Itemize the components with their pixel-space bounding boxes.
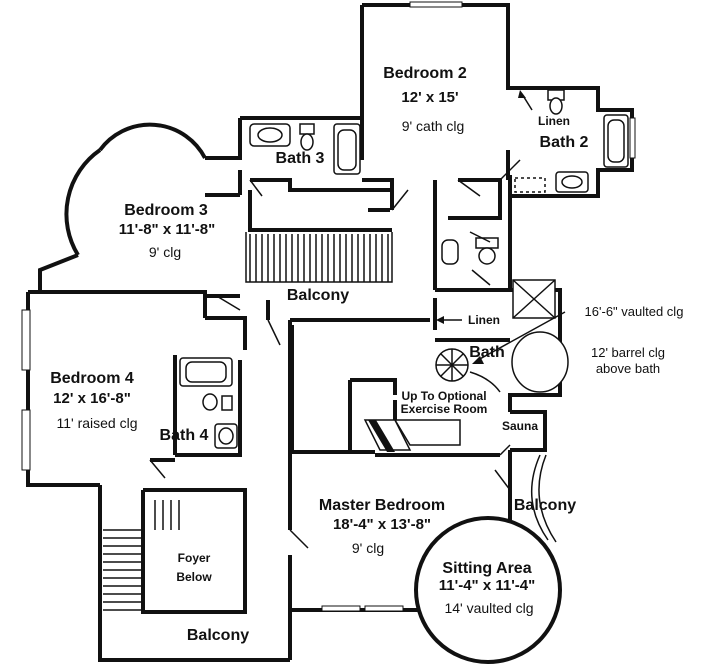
vaulted-leader	[477, 311, 566, 361]
barrel-callout-line1: 12' barrel clg	[591, 345, 665, 360]
master-bath-name: Bath	[469, 344, 505, 361]
master-bedroom-ceiling: 9' clg	[352, 540, 384, 556]
linen-master-label: Linen	[468, 313, 500, 327]
spiral-stair-icon	[435, 348, 469, 382]
bath2-name: Bath 2	[540, 134, 589, 151]
bath4-fixtures	[179, 357, 238, 449]
balcony-upper-label: Balcony	[287, 287, 349, 304]
bedroom4-name: Bedroom 4	[50, 370, 134, 387]
foyer-line1: Foyer	[178, 551, 211, 565]
bedroom3-dims: 11'-8" x 11'-8"	[119, 221, 215, 238]
balcony-bottom-label: Balcony	[187, 627, 249, 644]
sitting-area-name: Sitting Area	[442, 560, 531, 577]
bath3-name: Bath 3	[276, 150, 325, 167]
bedroom3-name: Bedroom 3	[124, 202, 208, 219]
foyer-line2: Below	[176, 570, 212, 584]
master-bath-fixtures	[441, 237, 569, 393]
balcony-right-rail	[530, 454, 549, 541]
bedroom2-name: Bedroom 2	[383, 65, 467, 82]
bath2-linen: Linen	[538, 114, 570, 128]
sitting-area-dims: 11'-4" x 11'-4"	[439, 577, 535, 594]
exterior-walls	[26, 3, 634, 662]
bedroom4-ceiling: 11' raised clg	[56, 415, 137, 431]
exercise-arrow	[469, 371, 501, 393]
bath3-fixtures	[249, 123, 361, 175]
balcony-right-label: Balcony	[514, 497, 576, 514]
doors	[149, 159, 521, 549]
master-bedroom-name: Master Bedroom	[319, 497, 445, 514]
bedroom4-dims: 12' x 16'-8"	[53, 390, 131, 407]
sitting-area-ceiling: 14' vaulted clg	[444, 600, 533, 616]
vaulted-callout: 16'-6" vaulted clg	[585, 304, 684, 319]
sauna-label: Sauna	[502, 419, 538, 433]
bedroom3-ceiling: 9' clg	[149, 244, 181, 260]
bath4-name: Bath 4	[160, 427, 209, 444]
exercise-line1: Up To Optional	[401, 389, 486, 403]
exercise-line2: Exercise Room	[401, 402, 488, 416]
master-bedroom-dims: 18'-4" x 13'-8"	[333, 516, 431, 533]
windows	[21, 1, 636, 612]
barrel-callout-line2: above bath	[596, 361, 660, 376]
stairs-lower	[103, 500, 180, 611]
bedroom2-ceiling: 9' cath clg	[402, 118, 465, 134]
bath2-fixtures	[514, 89, 629, 193]
stairs-upper	[249, 234, 389, 282]
sitting-area-wall	[414, 516, 562, 664]
bedroom2-dims: 12' x 15'	[401, 89, 458, 106]
